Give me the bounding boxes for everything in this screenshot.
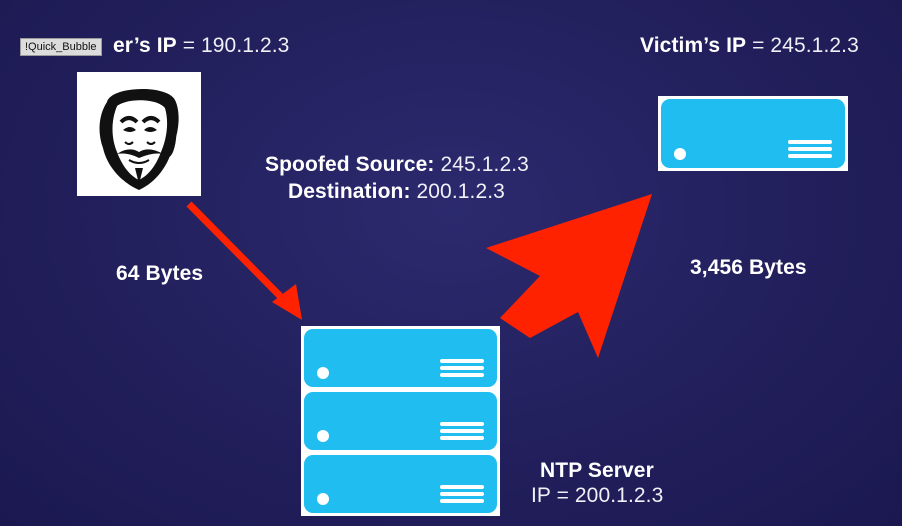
ntp-server-stack [301, 326, 500, 516]
victim-server-unit [661, 99, 845, 168]
vent-lines-icon [440, 482, 484, 503]
request-size-label: 64 Bytes [116, 262, 204, 285]
status-led-icon [674, 148, 686, 160]
status-led-icon [317, 430, 329, 442]
ntp-server-unit [304, 329, 497, 387]
destination-line: Destination: 200.1.2.3 [288, 180, 505, 204]
vent-lines-icon [788, 137, 832, 158]
victim-server [658, 96, 848, 171]
attacker-ip-value: = 190.1.2.3 [182, 34, 290, 57]
destination-label: Destination: [288, 180, 411, 203]
status-led-icon [317, 367, 329, 379]
victim-ip-value: = 245.1.2.3 [752, 34, 859, 57]
vent-lines-icon [440, 356, 484, 377]
guy-fawkes-mask-icon [99, 88, 179, 190]
response-size-label: 3,456 Bytes [690, 256, 807, 279]
spoofed-source-line: Spoofed Source: 245.1.2.3 [265, 153, 529, 177]
attacker-image [77, 72, 201, 196]
spoofed-source-label: Spoofed Source: [265, 153, 435, 176]
status-led-icon [317, 493, 329, 505]
attacker-ip-label: er’s IP = 190.1.2.3 [113, 34, 289, 58]
victim-ip-title: Victim’s IP [640, 34, 747, 57]
request-arrow [186, 201, 302, 320]
ntp-server-title: NTP Server [540, 459, 654, 482]
quick-bubble-tag: !Quick_Bubble [20, 38, 102, 56]
victim-ip-label: Victim’s IP = 245.1.2.3 [640, 34, 859, 58]
ntp-server-unit [304, 392, 497, 450]
vent-lines-icon [440, 419, 484, 440]
destination-value: 200.1.2.3 [416, 180, 505, 203]
ntp-server-unit [304, 455, 497, 513]
attacker-ip-title: er’s IP [113, 34, 177, 57]
response-arrow [486, 194, 652, 358]
spoofed-source-value: 245.1.2.3 [440, 153, 529, 176]
ntp-server-ip: IP = 200.1.2.3 [531, 484, 664, 507]
